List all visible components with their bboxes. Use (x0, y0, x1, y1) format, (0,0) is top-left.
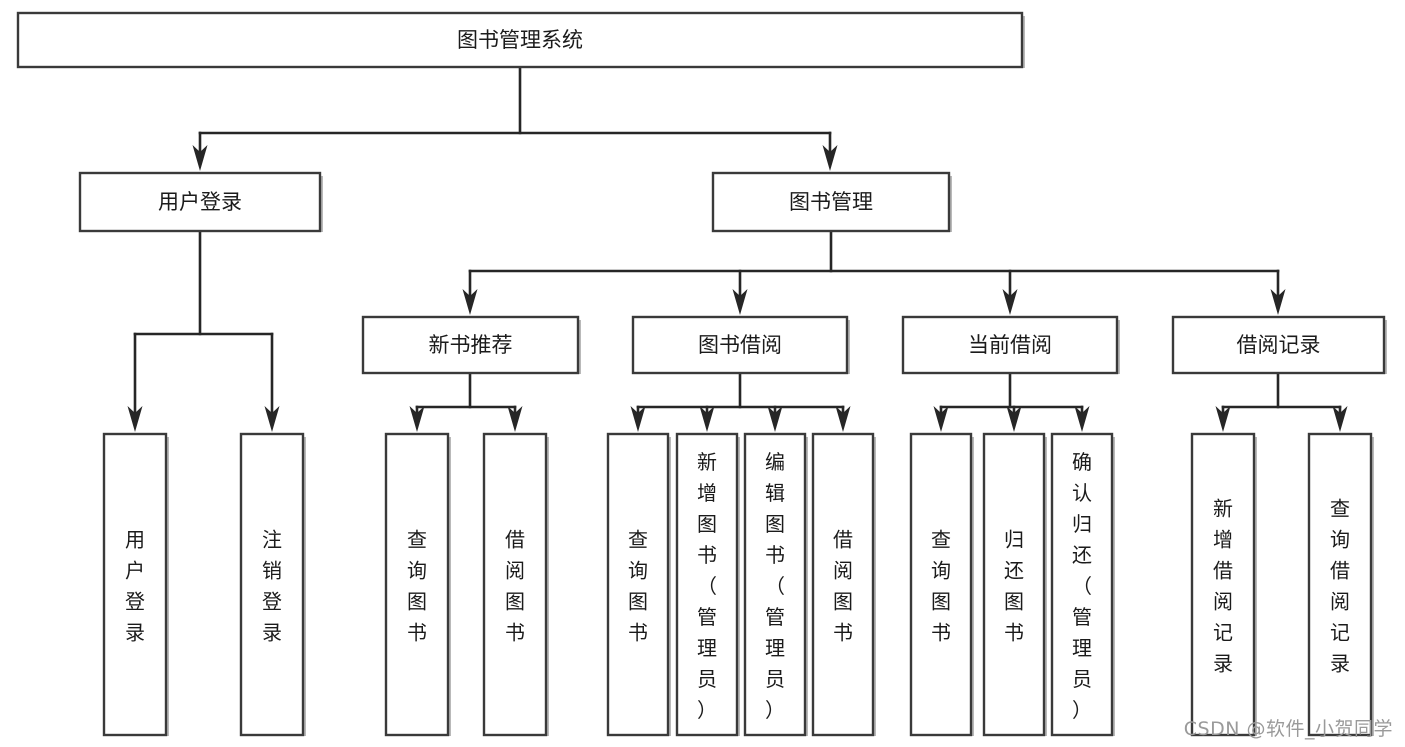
node-box[interactable] (982, 432, 1046, 737)
node-leaf-query-book-cur[interactable]: 查询图书 (909, 432, 974, 737)
node-label: 新增图书（管理员） (697, 450, 717, 722)
arrow-head-icon (127, 406, 143, 432)
node-label: 用户登录 (158, 190, 242, 214)
arrow-head-icon (192, 145, 208, 171)
node-label: 查询借阅记录 (1330, 497, 1350, 676)
arrow-head-icon (630, 406, 646, 432)
edge-group-new-book-rec (409, 371, 523, 432)
edge-group-user-login (127, 229, 280, 432)
node-leaf-return-book[interactable]: 归还图书 (982, 432, 1047, 737)
node-label: 归还图书 (1004, 528, 1024, 645)
node-leaf-borrow-book-bor[interactable]: 借阅图书 (811, 432, 876, 737)
node-box[interactable] (901, 315, 1119, 375)
node-label: 图书管理系统 (457, 28, 583, 52)
arrow-head-icon (1270, 289, 1286, 315)
edge-group-borrow-record (1215, 371, 1348, 432)
arrow-head-icon (933, 406, 949, 432)
node-box[interactable] (239, 432, 305, 737)
node-label: 用户登录 (125, 528, 145, 645)
node-leaf-user-logout[interactable]: 注销登录 (239, 432, 306, 737)
node-current-borrow[interactable]: 当前借阅 (901, 315, 1120, 375)
node-leaf-query-book-bor[interactable]: 查询图书 (606, 432, 671, 737)
arrow-head-icon (1215, 406, 1231, 432)
node-label: 图书管理 (789, 190, 873, 214)
node-box[interactable] (361, 315, 580, 375)
node-box[interactable] (811, 432, 875, 737)
arrow-head-icon (409, 406, 425, 432)
node-leaf-edit-book[interactable]: 编辑图书（管理员） (743, 432, 808, 737)
node-label: 新书推荐 (429, 333, 513, 357)
node-label: 新增借阅记录 (1213, 497, 1233, 676)
node-box[interactable] (1171, 315, 1386, 375)
arrow-head-icon (767, 406, 783, 432)
node-label: 图书借阅 (698, 333, 782, 357)
arrow-head-icon (1332, 406, 1348, 432)
node-book-manage[interactable]: 图书管理 (711, 171, 952, 233)
arrow-head-icon (264, 406, 280, 432)
node-label: 借阅图书 (833, 528, 853, 645)
node-label: 确认归还（管理员） (1072, 450, 1092, 722)
node-label: 当前借阅 (968, 333, 1052, 357)
node-label: 注销登录 (262, 528, 282, 645)
arrow-head-icon (835, 406, 851, 432)
node-root[interactable]: 图书管理系统 (16, 11, 1025, 69)
node-leaf-borrow-book-rec[interactable]: 借阅图书 (482, 432, 549, 737)
edge-group-book-borrow (630, 371, 851, 432)
node-label: 编辑图书（管理员） (765, 450, 785, 722)
edge-group-book-manage (462, 229, 1286, 315)
node-box[interactable] (1190, 432, 1256, 737)
arrow-head-icon (732, 289, 748, 315)
edge-group-current-borrow (933, 371, 1090, 432)
node-label: 查询图书 (407, 528, 427, 645)
arrow-head-icon (1002, 289, 1018, 315)
watermark-text: CSDN @软件_小贺同学 (1183, 718, 1393, 740)
node-leaf-query-book-rec[interactable]: 查询图书 (384, 432, 451, 737)
node-box[interactable] (102, 432, 168, 737)
node-label: 借阅记录 (1237, 333, 1321, 357)
arrow-head-icon (507, 406, 523, 432)
arrow-head-icon (1006, 406, 1022, 432)
node-box[interactable] (384, 432, 450, 737)
node-box[interactable] (606, 432, 670, 737)
node-leaf-confirm-return[interactable]: 确认归还（管理员） (1050, 432, 1115, 737)
arrow-head-icon (699, 406, 715, 432)
node-leaf-query-borrow-record[interactable]: 查询借阅记录 (1307, 432, 1374, 737)
node-box[interactable] (711, 171, 951, 233)
node-box[interactable] (78, 171, 322, 233)
node-label: 查询图书 (931, 528, 951, 645)
node-box[interactable] (16, 11, 1024, 69)
node-book-borrow[interactable]: 图书借阅 (631, 315, 850, 375)
node-box[interactable] (631, 315, 849, 375)
arrow-head-icon (462, 289, 478, 315)
node-box[interactable] (743, 432, 807, 737)
node-box[interactable] (909, 432, 973, 737)
node-box[interactable] (1050, 432, 1114, 737)
edge-group-root (192, 65, 838, 171)
node-label: 查询图书 (628, 528, 648, 645)
node-boxes-layer: 图书管理系统用户登录图书管理新书推荐图书借阅当前借阅借阅记录用户登录注销登录查询… (16, 11, 1387, 737)
node-leaf-add-borrow-record[interactable]: 新增借阅记录 (1190, 432, 1257, 737)
connector-edges-layer (127, 65, 1348, 432)
arrow-head-icon (1074, 406, 1090, 432)
node-box[interactable] (482, 432, 548, 737)
node-leaf-user-login[interactable]: 用户登录 (102, 432, 169, 737)
node-borrow-record[interactable]: 借阅记录 (1171, 315, 1387, 375)
node-user-login[interactable]: 用户登录 (78, 171, 323, 233)
node-box[interactable] (675, 432, 739, 737)
node-label: 借阅图书 (505, 528, 525, 645)
node-box[interactable] (1307, 432, 1373, 737)
arrow-head-icon (822, 145, 838, 171)
node-new-book-rec[interactable]: 新书推荐 (361, 315, 581, 375)
node-leaf-add-book[interactable]: 新增图书（管理员） (675, 432, 740, 737)
